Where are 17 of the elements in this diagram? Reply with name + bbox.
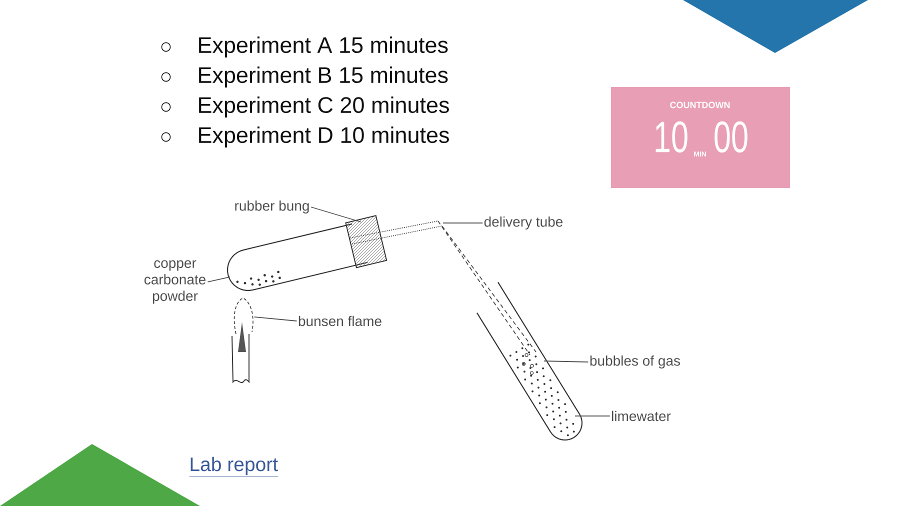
list-item: Experiment A 15 minutes <box>199 36 448 58</box>
list-item: Experiment D 10 minutes <box>199 126 449 148</box>
part-label: copper carbonate powder <box>144 260 206 304</box>
leader-line <box>544 360 589 362</box>
part-label: bunsen flame <box>298 316 382 326</box>
leader-line <box>254 316 298 322</box>
part-label: delivery tube <box>484 216 563 230</box>
leader-line <box>207 276 230 282</box>
list-item: Experiment B 15 minutes <box>199 66 448 88</box>
part-label: limewater <box>612 410 671 422</box>
link: Lab report <box>189 456 278 477</box>
part-label: rubber bung <box>235 200 309 214</box>
leader-line <box>310 206 362 222</box>
list-item: Experiment C 20 minutes <box>199 96 449 118</box>
part-label: bubbles of gas <box>590 355 680 369</box>
flame <box>234 298 254 352</box>
leader-line <box>442 222 484 224</box>
